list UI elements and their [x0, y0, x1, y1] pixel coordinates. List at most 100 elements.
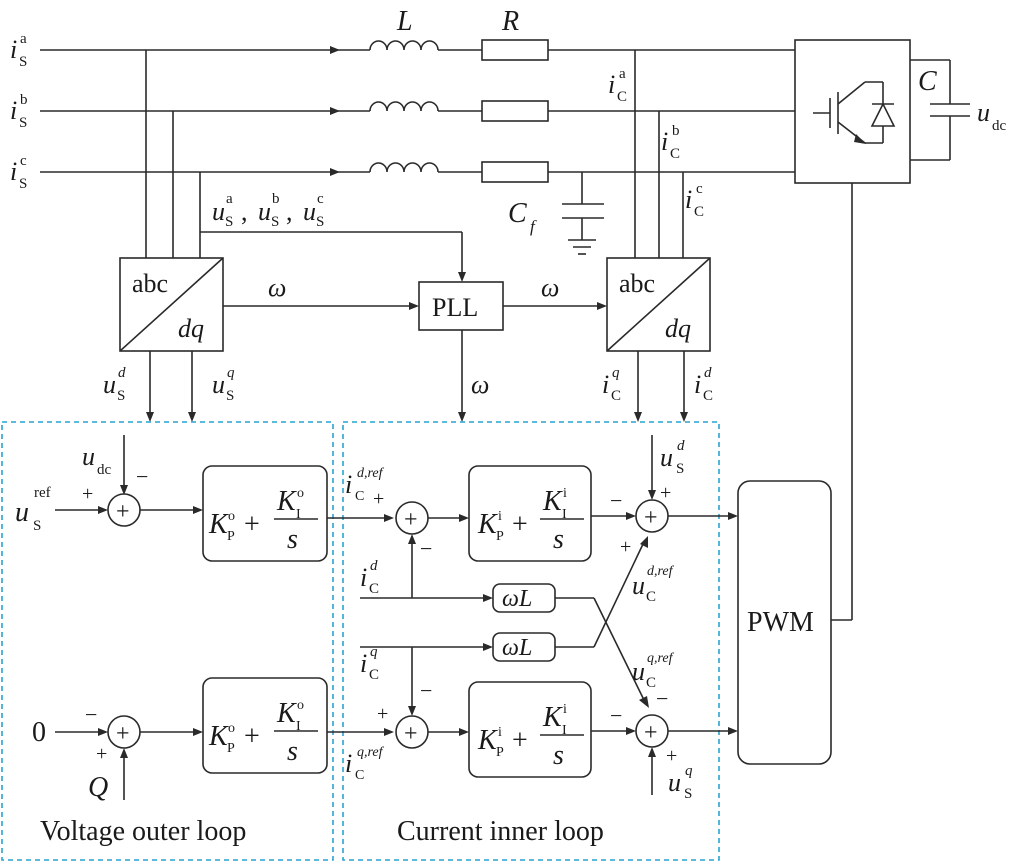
svg-text:u: u — [632, 657, 645, 686]
grid-current-labels: i a S i b S i c S — [10, 31, 28, 192]
svg-text:I: I — [562, 507, 567, 522]
svg-text:C: C — [369, 667, 379, 683]
svg-text:c: c — [696, 181, 703, 197]
svg-text:S: S — [271, 214, 279, 230]
svg-text:S: S — [676, 461, 684, 477]
svg-text:−: − — [610, 488, 622, 513]
svg-text:i: i — [694, 370, 701, 399]
cf-base: C — [508, 198, 527, 229]
svg-text:+: + — [404, 721, 418, 747]
svg-text:dq: dq — [178, 314, 204, 343]
svg-text:ref: ref — [34, 485, 51, 501]
svg-text:C: C — [670, 146, 680, 162]
svg-text:+: + — [512, 725, 528, 756]
ia-sup: a — [20, 31, 27, 47]
svg-text:s: s — [287, 524, 298, 555]
svg-text:i: i — [661, 127, 668, 156]
svg-text:u: u — [212, 370, 225, 399]
svg-text:i: i — [498, 509, 502, 524]
udc-sub: dc — [992, 118, 1007, 134]
pll-block: PLL — [418, 281, 504, 331]
svg-text:o: o — [228, 721, 235, 736]
svg-text:−: − — [610, 703, 622, 728]
svg-text:C: C — [646, 675, 656, 691]
outer-loop-d: u ref S + u dc − + K o P + K o I s — [15, 435, 394, 562]
svg-text:−: − — [420, 536, 432, 561]
svg-text:i: i — [345, 749, 352, 778]
svg-text:abc: abc — [132, 269, 168, 298]
ia-sub: S — [19, 54, 27, 70]
inner-loop-q: i q C − + + i q,ref C K i P + K i I s − … — [345, 643, 738, 802]
svg-text:K: K — [208, 509, 229, 540]
svg-text:I: I — [562, 723, 567, 738]
svg-text:K: K — [276, 486, 297, 517]
svg-text:u: u — [15, 497, 29, 528]
svg-text:K: K — [276, 698, 297, 729]
inner-loop-d: i d,ref C + + K i P + K i I s − + u d S … — [345, 435, 738, 602]
current-inner-loop-label: Current inner loop — [397, 816, 604, 847]
svg-text:i: i — [345, 470, 352, 499]
svg-text:ω: ω — [268, 273, 286, 302]
svg-text:K: K — [477, 725, 498, 756]
pwm-block: PWM — [737, 480, 852, 765]
svg-text:c: c — [317, 191, 324, 207]
svg-text:s: s — [287, 736, 298, 767]
ia-base: i — [10, 35, 17, 64]
cf-sub: f — [530, 217, 537, 236]
svg-text:i: i — [685, 185, 692, 214]
ic-sup: c — [20, 153, 27, 169]
converter-bridge: C u dc — [794, 39, 1007, 620]
inductor-label: L — [396, 6, 413, 37]
svg-text:d,ref: d,ref — [357, 466, 385, 481]
svg-text:abc: abc — [619, 269, 655, 298]
svg-text:C: C — [355, 768, 364, 783]
svg-text:C: C — [703, 388, 713, 404]
svg-text:+: + — [116, 499, 130, 525]
svg-text:s: s — [553, 740, 564, 771]
inductors: L — [369, 6, 439, 173]
svg-text:+: + — [244, 509, 260, 540]
svg-text:K: K — [542, 486, 563, 517]
svg-text:+: + — [660, 482, 671, 504]
ic-sub: S — [19, 176, 27, 192]
ib-sup: b — [20, 92, 28, 108]
svg-text:q: q — [612, 365, 620, 381]
filter-capacitor: C f — [508, 172, 604, 255]
transform-outputs: u d S u q S i q C i d C — [103, 351, 713, 422]
svg-text:i: i — [563, 702, 567, 717]
svg-text:+: + — [512, 509, 528, 540]
voltage-outer-loop-box — [1, 421, 334, 861]
svg-text:C: C — [611, 388, 621, 404]
svg-text:PWM: PWM — [747, 607, 814, 638]
svg-text:K: K — [542, 702, 563, 733]
svg-text:+: + — [373, 488, 384, 510]
svg-text:u: u — [82, 442, 95, 471]
svg-text:C: C — [617, 89, 627, 105]
resistor-label: R — [501, 6, 519, 37]
ic-base: i — [10, 157, 17, 186]
svg-text:C: C — [646, 589, 656, 605]
svg-text:i: i — [360, 563, 367, 592]
svg-text:ωL: ωL — [502, 635, 532, 661]
svg-text:q,ref: q,ref — [647, 651, 675, 666]
svg-text:a: a — [619, 66, 626, 82]
svg-text:P: P — [227, 529, 235, 544]
svg-text:−: − — [656, 686, 668, 711]
svg-text:P: P — [496, 529, 504, 544]
svg-text:d: d — [118, 365, 126, 381]
svg-text:dc: dc — [97, 462, 112, 478]
svg-text:b: b — [272, 191, 280, 207]
svg-text:o: o — [228, 509, 235, 524]
svg-text:I: I — [296, 719, 301, 734]
svg-text:K: K — [477, 509, 498, 540]
svg-text:u: u — [103, 370, 116, 399]
svg-text:+: + — [644, 720, 658, 746]
svg-text:i: i — [602, 370, 609, 399]
resistors: R — [481, 6, 549, 183]
svg-text:,: , — [286, 197, 293, 226]
svg-text:−: − — [420, 678, 432, 703]
svg-text:d: d — [370, 558, 378, 574]
svg-text:b: b — [672, 123, 680, 139]
svg-text:S: S — [117, 388, 125, 404]
omega-links: ω ω ω — [223, 273, 607, 422]
